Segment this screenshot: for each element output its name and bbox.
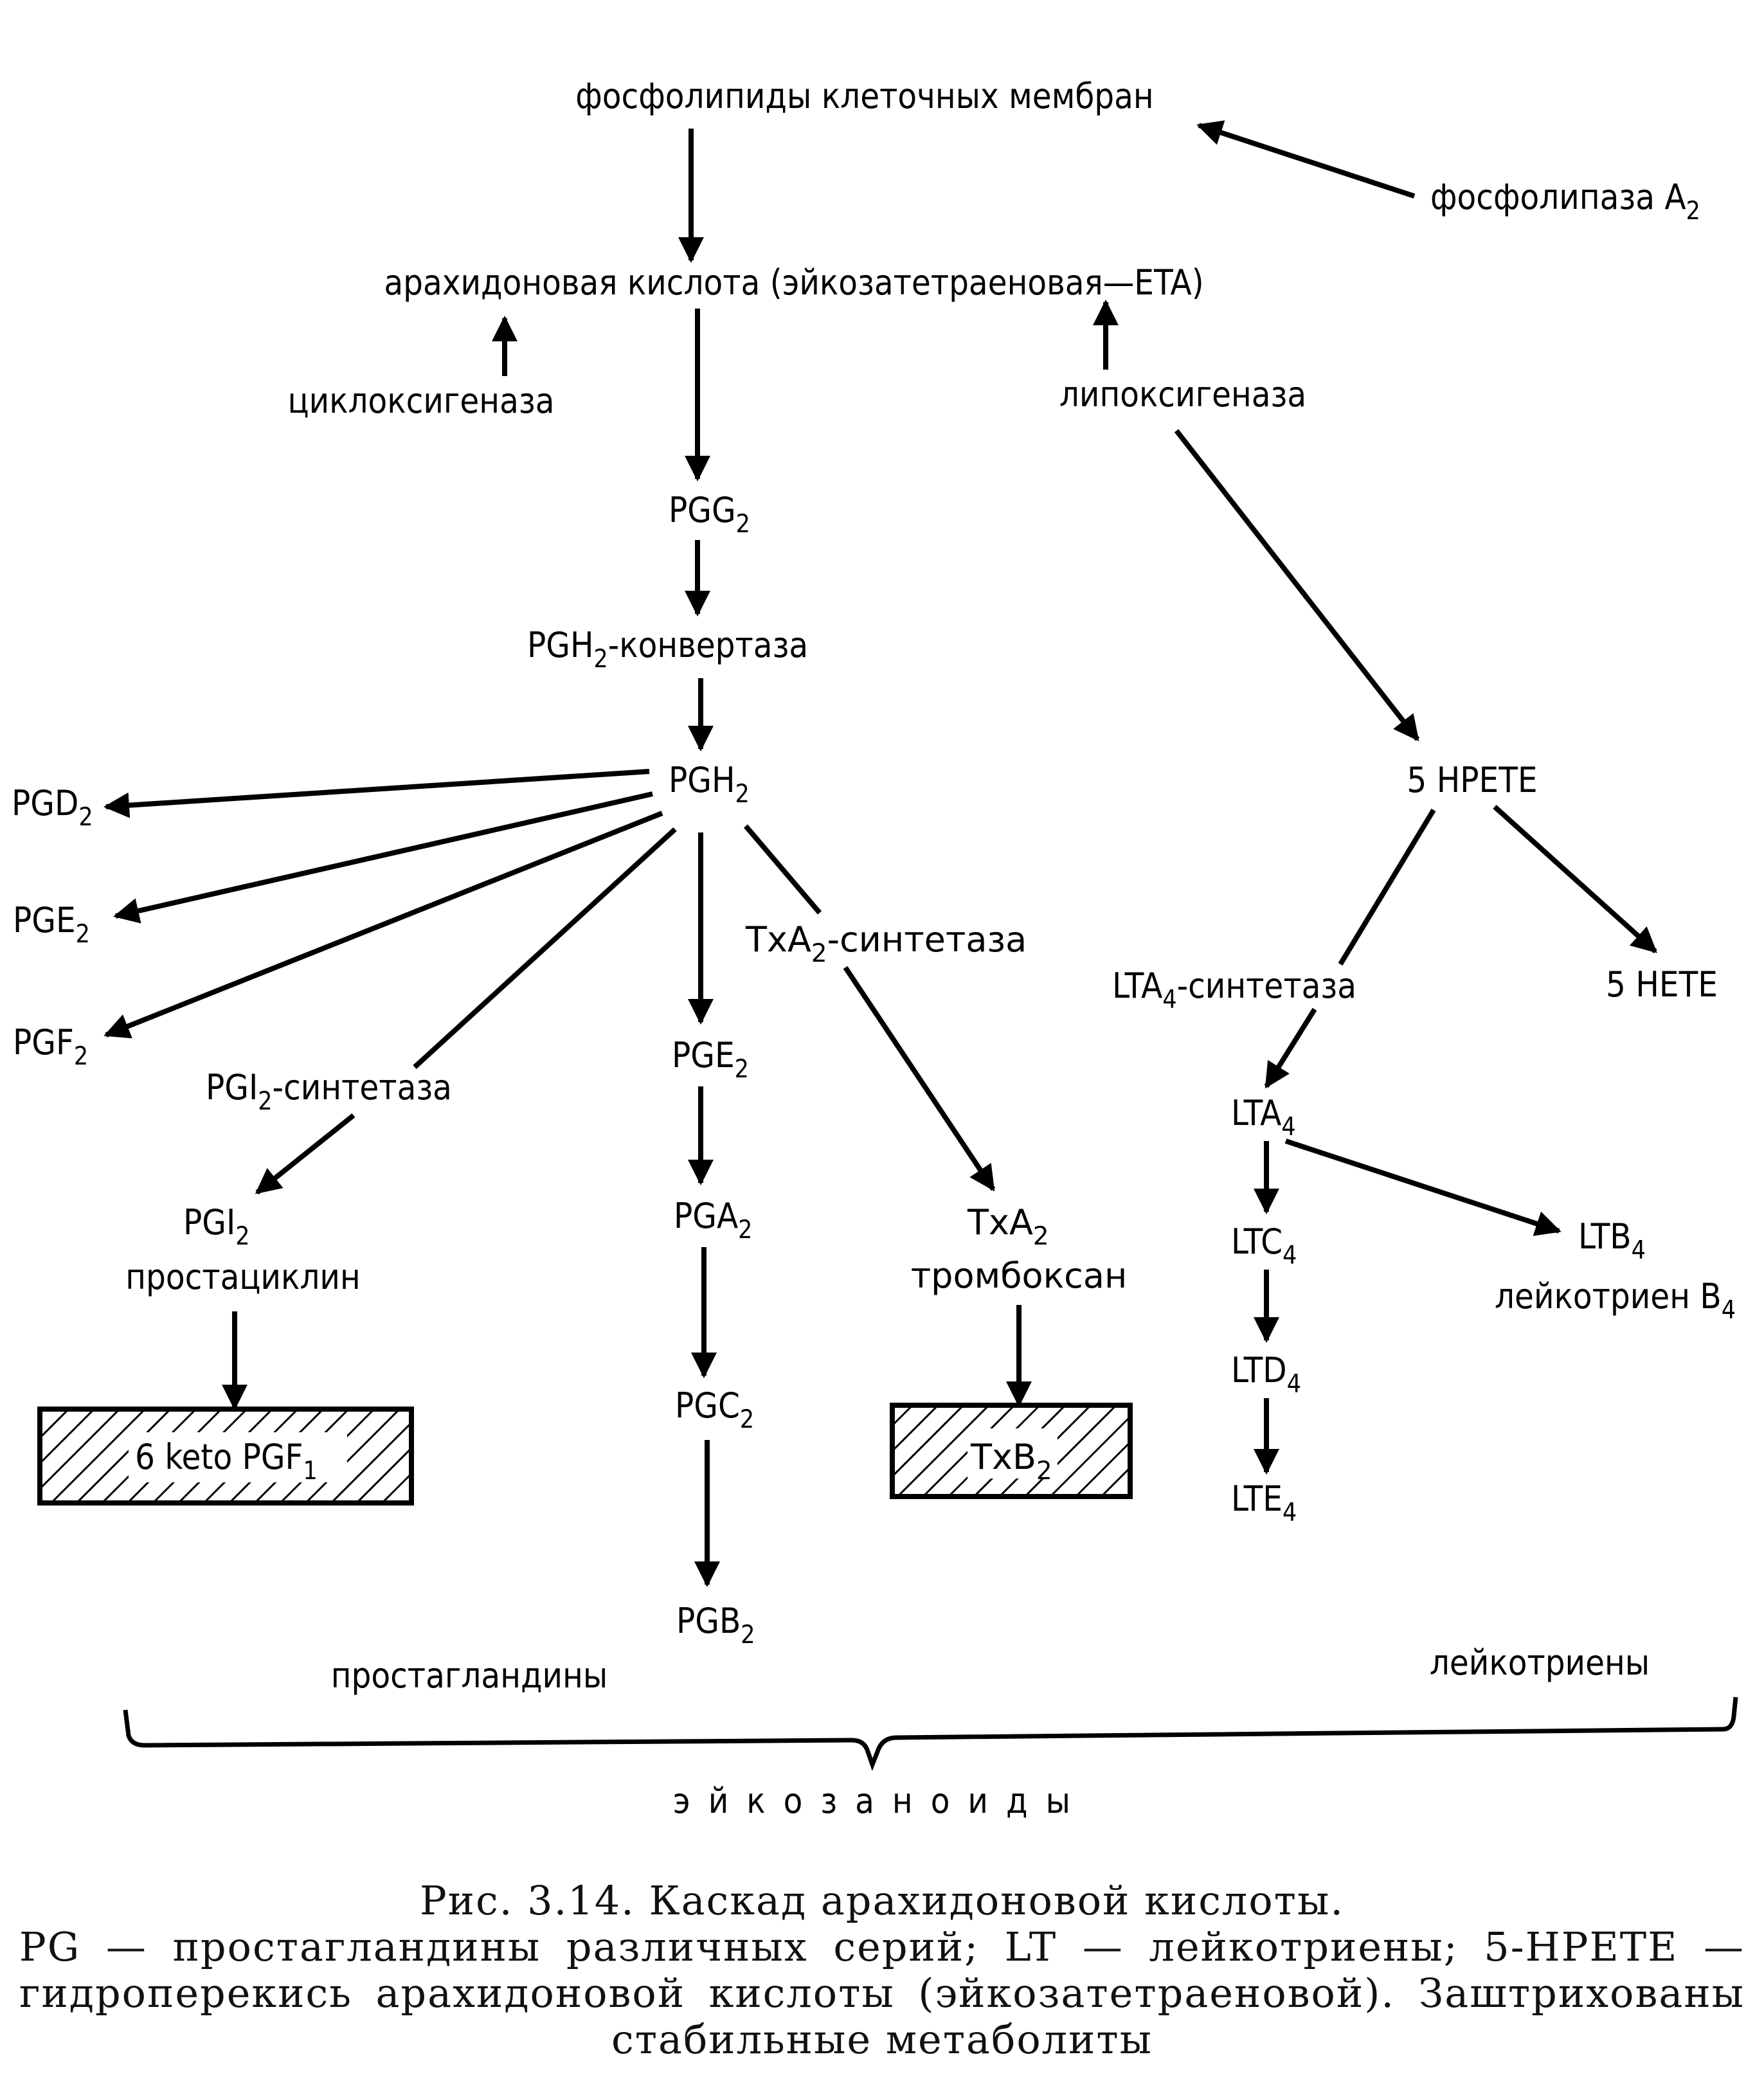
- arrow-lipoxygenase-to-hpete: [1174, 429, 1420, 742]
- txb2-label-bg: [968, 1428, 1058, 1479]
- node-pge2-left: PGE2: [13, 900, 90, 949]
- figure-caption-line-2: гидроперекись арахидоновой кислоты (эйко…: [19, 1970, 1745, 2017]
- arrow-txa2-synthetase-to-txa2: [843, 966, 996, 1192]
- node-phospholipase: фосфолипаза A2: [1430, 177, 1700, 226]
- enzyme-txa2-synthetase: TxA2-синтетаза: [745, 919, 1027, 968]
- node-pga2: PGA2: [674, 1196, 752, 1245]
- node-ltd4: LTD4: [1231, 1350, 1301, 1399]
- enzyme-cyclooxygenase: циклоксигеназа: [288, 381, 555, 421]
- arrow-lta4-synthetase-to-lta4: [1264, 1007, 1317, 1089]
- node-lte4: LTE4: [1231, 1479, 1297, 1527]
- node-5-hete: 5 HETE: [1606, 964, 1718, 1005]
- group-leukotrienes: лейкотриены: [1430, 1642, 1650, 1683]
- node-leukotriene-b4: лейкотриен B4: [1495, 1276, 1736, 1325]
- enzyme-pgi2-synthetase: PGI2-синтетаза: [206, 1067, 452, 1116]
- node-prostacyclin: простациклин: [125, 1257, 360, 1297]
- node-lta4: LTA4: [1231, 1093, 1296, 1142]
- keto-pgf1-label-bg: [129, 1432, 347, 1482]
- node-arachidonic-acid: арахидоновая кислота (эйкозатетраеновая—…: [384, 262, 1203, 303]
- node-pgi2: PGI2: [183, 1202, 250, 1251]
- figure-caption-line-3: стабильные метаболиты: [611, 2016, 1153, 2063]
- enzyme-lta4-synthetase: LTA4-синтетаза: [1112, 966, 1356, 1014]
- group-prostaglandins: простагландины: [331, 1655, 608, 1696]
- arrow-pgh2-to-pgd2: [104, 769, 650, 818]
- node-6-keto-pgf1: 6 keto PGF1: [135, 1437, 318, 1486]
- arrow-lta4-to-ltb4: [1284, 1138, 1562, 1236]
- node-pgd2: PGD2: [12, 783, 93, 832]
- line-pgh2-to-txa2-synthetase: [743, 824, 822, 915]
- node-pgh2: PGH2: [669, 760, 750, 809]
- node-pge2: PGE2: [672, 1035, 749, 1084]
- figure-caption-line-1: PG — простагландины различных серий; LT …: [19, 1923, 1745, 1970]
- node-pgf2: PGF2: [13, 1022, 88, 1071]
- node-pgb2: PGB2: [676, 1601, 755, 1650]
- line-pgh2-to-pgi2-synthetase: [413, 827, 677, 1069]
- node-5-hpete: 5 HPETE: [1407, 760, 1537, 800]
- group-eicosanoids: эйкозаноиды: [673, 1781, 1088, 1821]
- arrow-phospholipase-to-phospholipids: [1196, 120, 1416, 199]
- figure-caption-title: Рис. 3.14. Каскад арахидоновой кислоты.: [419, 1877, 1345, 1924]
- node-pgc2: PGC2: [675, 1385, 754, 1434]
- arrow-pgh2-to-pgf2: [104, 811, 663, 1039]
- node-ltb4: LTB4: [1578, 1216, 1646, 1265]
- node-phospholipids: фосфолипиды клеточных мембран: [575, 76, 1153, 116]
- enzyme-pgh2-convertase: PGH2-конвертаза: [527, 625, 808, 674]
- arrow-hpete-to-hete: [1493, 805, 1657, 953]
- node-ltc4: LTC4: [1231, 1221, 1297, 1270]
- node-txb2: TxB2: [970, 1437, 1052, 1486]
- node-txa2: TxA2: [967, 1202, 1049, 1251]
- arrow-pgi2-synthetase-to-pgi2: [255, 1113, 356, 1195]
- node-thromboxane: тромбоксан: [911, 1255, 1128, 1296]
- line-hpete-to-lta4-synthetase: [1338, 808, 1436, 966]
- enzyme-lipoxygenase: липоксигеназа: [1059, 374, 1306, 415]
- node-pgg2: PGG2: [669, 490, 750, 539]
- arrow-pgh2-to-pge2-left: [113, 791, 653, 924]
- eicosanoids-brace: [123, 1696, 1738, 1771]
